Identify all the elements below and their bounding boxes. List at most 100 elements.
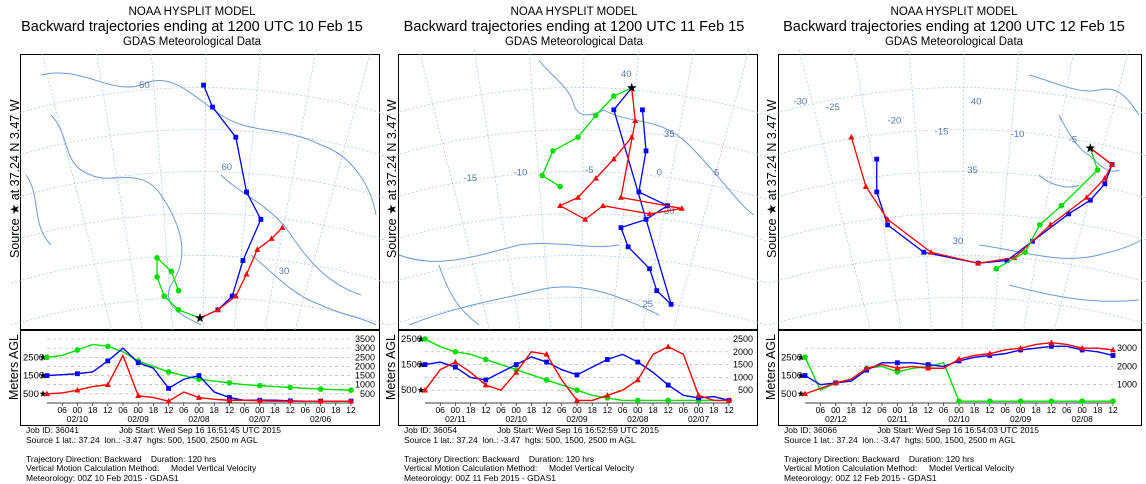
level-star	[39, 390, 47, 397]
model-title: NOAA HYSPLIT MODEL	[510, 6, 638, 18]
graticule-line	[418, 49, 491, 335]
level-label: 500	[401, 385, 417, 396]
graticule-line	[10, 255, 390, 284]
hour-tick-label: 12	[346, 405, 356, 415]
blue-trajectory-point	[643, 148, 649, 154]
red-trajectory-point	[678, 205, 685, 211]
blue-altitude-point	[895, 360, 900, 366]
red-trajectory-point	[243, 271, 250, 277]
red-trajectory-point	[268, 235, 275, 241]
y-tick-label: 2000	[1117, 361, 1137, 371]
level-label: 2500	[781, 352, 802, 363]
chart-subtitle: Backward trajectories ending at 1200 UTC…	[21, 19, 363, 35]
red-altitude-point	[1110, 346, 1116, 353]
green-trajectory-point	[161, 293, 167, 299]
green-altitude-point	[257, 382, 263, 389]
grid-label: -5	[1069, 135, 1077, 146]
blue-trajectory-point	[1102, 181, 1108, 187]
hour-tick-label: 18	[1031, 405, 1041, 415]
hour-tick-label: 06	[118, 405, 128, 415]
red-trajectory-line	[199, 227, 283, 319]
green-altitude-point	[574, 387, 580, 393]
coastline	[25, 174, 52, 246]
hour-tick-label: 06	[57, 405, 67, 415]
hour-tick-label: 06	[240, 405, 250, 415]
blue-trajectory-point	[874, 156, 880, 162]
graticule-line	[671, 49, 750, 335]
red-altitude-line	[804, 341, 1114, 395]
green-trajectory-point	[1022, 249, 1028, 256]
red-trajectory-point	[575, 194, 581, 200]
hour-tick-label: 12	[164, 405, 174, 415]
level-star	[797, 372, 805, 379]
graticule-line	[202, 49, 207, 335]
date-label: 02/10	[67, 414, 89, 424]
hour-tick-label: 12	[1047, 405, 1057, 415]
hour-tick-label: 18	[331, 405, 341, 415]
hour-tick-label: 12	[542, 405, 552, 415]
red-altitude-point	[665, 343, 672, 349]
y-axis-label: Meters AGL	[7, 334, 21, 400]
blue-trajectory-point	[625, 244, 631, 250]
coastline	[220, 174, 362, 296]
level-label: 500	[781, 389, 797, 400]
source-label: Source ★ at 37.24 N 3.47 W	[385, 99, 399, 258]
red-trajectory-point	[582, 216, 589, 222]
level-label: 1500	[401, 360, 422, 371]
graticule-line	[388, 129, 768, 158]
blue-trajectory-point	[233, 134, 239, 140]
blue-altitude-point	[483, 377, 489, 383]
blue-trajectory-point	[647, 266, 652, 272]
hour-tick-label: 18	[466, 405, 476, 415]
graticule-line	[40, 49, 113, 335]
red-altitude-point	[1017, 344, 1024, 351]
coastline	[250, 254, 377, 326]
red-trajectory-point	[1083, 194, 1090, 200]
coastline	[603, 109, 755, 216]
grid-label: -10	[514, 168, 528, 179]
green-trajectory-point	[175, 287, 182, 294]
graticule-line	[1052, 49, 1130, 335]
grid-label: 60	[221, 162, 232, 173]
blue-altitude-point	[196, 373, 202, 378]
hour-tick-label: 00	[831, 405, 841, 415]
graticule-line	[611, 49, 640, 335]
hour-tick-label: 00	[194, 405, 204, 415]
red-altitude-point	[726, 397, 732, 403]
chart-subtitle: Backward trajectories ending at 1200 UTC…	[783, 19, 1125, 35]
blue-altitude-point	[135, 360, 141, 366]
coastline	[408, 286, 660, 326]
blue-altitude-point	[925, 362, 931, 367]
grid-label: 0	[657, 168, 662, 179]
hour-tick-label: 12	[724, 405, 734, 415]
blue-trajectory-point	[921, 249, 927, 255]
green-trajectory-point	[1058, 202, 1065, 209]
y-tick-label: 1500	[355, 371, 375, 381]
hour-tick-label: 18	[846, 405, 856, 415]
hour-tick-label: 12	[225, 405, 235, 415]
coastline	[1028, 74, 1140, 116]
hour-tick-label: 18	[527, 405, 537, 415]
y-tick-label: 2500	[355, 352, 375, 362]
red-altitude-point	[543, 351, 550, 357]
red-altitude-point	[1048, 339, 1055, 345]
graticule-line	[10, 171, 390, 200]
red-trajectory-point	[928, 249, 935, 255]
red-altitude-point	[802, 390, 808, 397]
red-altitude-point	[104, 381, 111, 388]
graticule-line	[961, 49, 965, 335]
green-trajectory-point	[593, 112, 599, 119]
blue-trajectory-point	[874, 189, 880, 195]
graticule-line	[768, 171, 1146, 200]
grid-label: 40	[971, 96, 982, 107]
source-star	[1085, 143, 1096, 153]
blue-trajectory-point	[1066, 211, 1071, 217]
y-tick-label: 500	[738, 385, 753, 395]
data-source: GDAS Meteorological Data	[504, 36, 644, 48]
green-altitude-point	[422, 336, 428, 342]
red-altitude-point	[894, 365, 901, 371]
